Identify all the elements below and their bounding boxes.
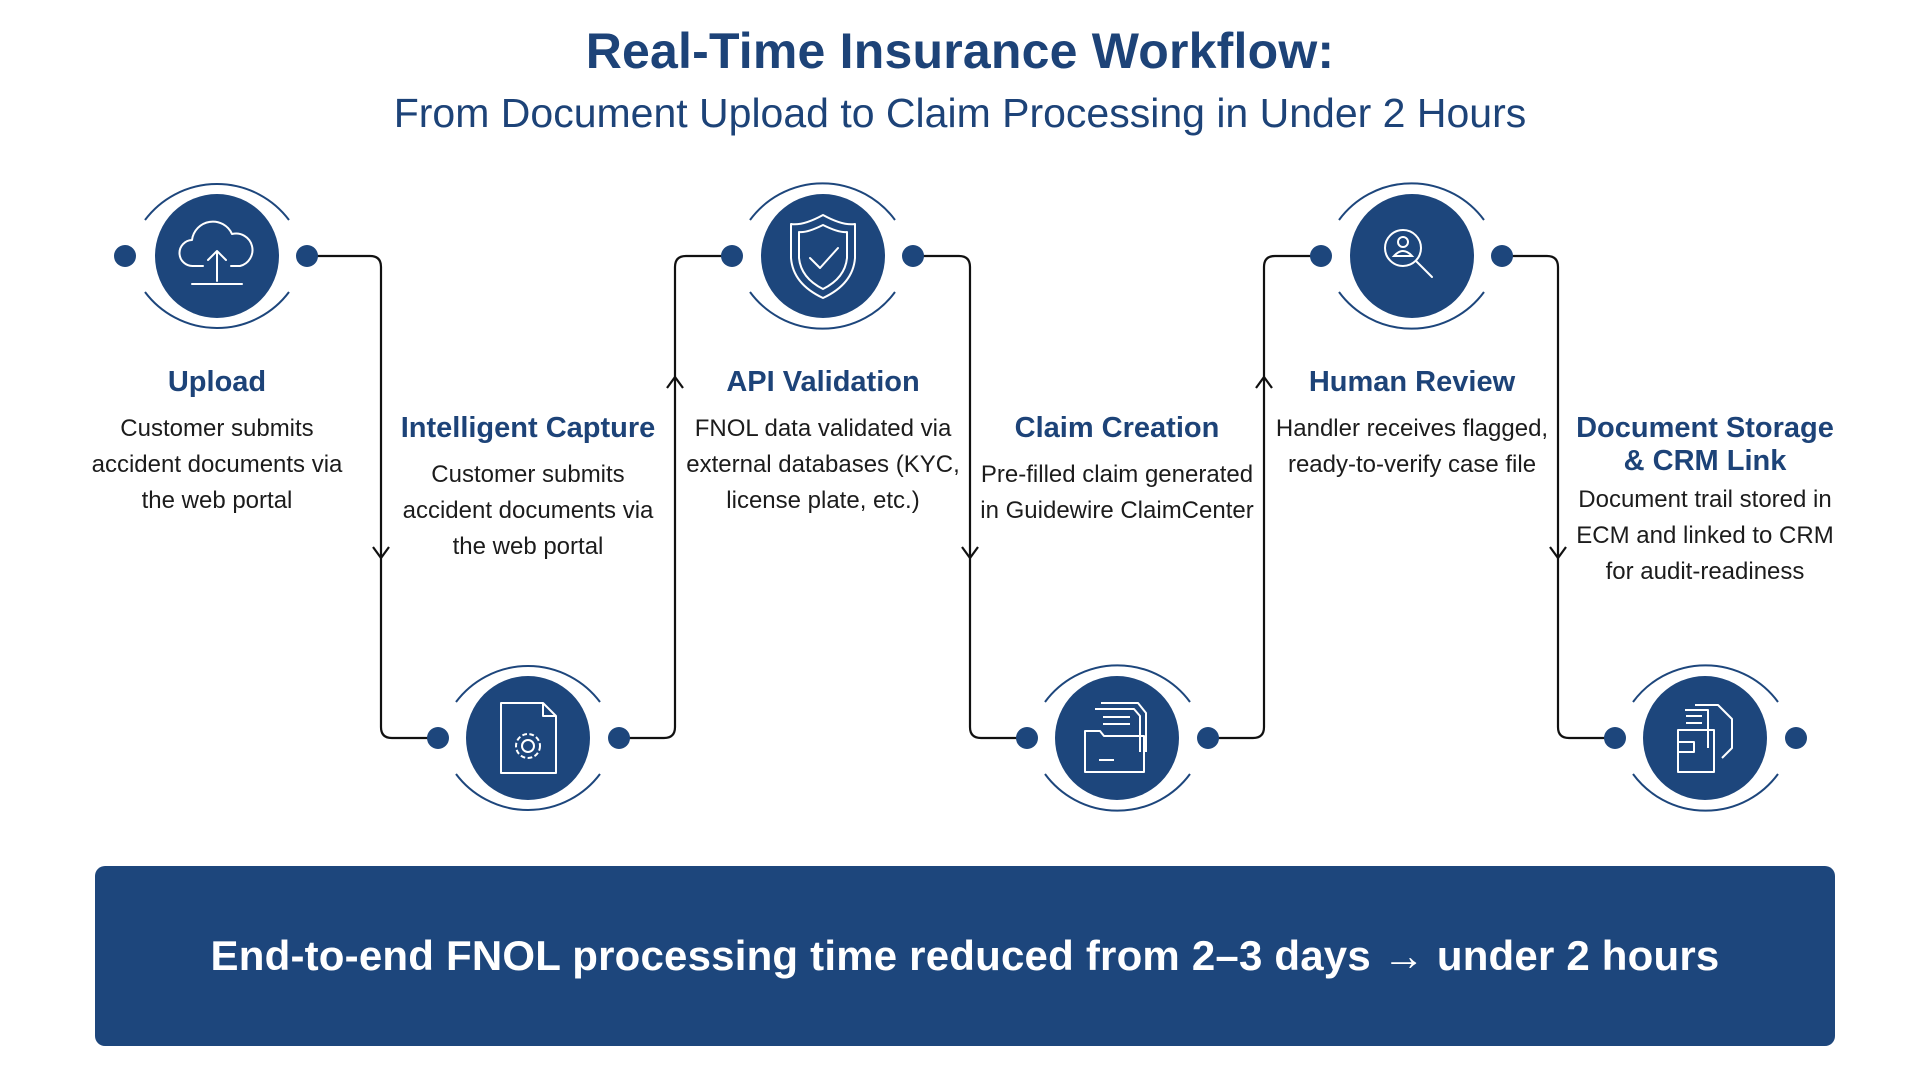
- step-1-node: [114, 183, 318, 329]
- step-4-title: Claim Creation: [1014, 412, 1220, 444]
- step-3: API Validation FNOL data validated via e…: [683, 366, 963, 519]
- step-6-title: Document Storage & CRM Link: [1576, 412, 1834, 477]
- document-storage-icon: [1677, 704, 1733, 773]
- magnifier-person-icon: [1384, 229, 1433, 278]
- step-2-title: Intelligent Capture: [400, 412, 656, 444]
- step-2-node: [427, 665, 630, 811]
- arrow-down-1: [372, 546, 390, 560]
- summary-banner: End-to-end FNOL processing time reduced …: [95, 866, 1835, 1046]
- step-1-title: Upload: [167, 366, 267, 398]
- arrow-up-2: [666, 375, 684, 389]
- step-5-title: Human Review: [1308, 366, 1516, 398]
- connector-5-6: [1502, 254, 1615, 740]
- step-1-description: Customer submits accident documents via …: [91, 415, 343, 514]
- page-title: Real-Time Insurance Workflow:: [585, 23, 1335, 79]
- step-5: Human Review Handler receives flagged, r…: [1272, 366, 1552, 483]
- step-2: Intelligent Capture Customer submits acc…: [388, 412, 668, 565]
- step-3-node: [721, 182, 924, 330]
- step-4-description: Pre-filled claim generated in Guidewire …: [980, 461, 1254, 524]
- arrow-down-3: [961, 546, 979, 560]
- step-5-node: [1310, 182, 1513, 330]
- connector-2-3: [619, 254, 732, 740]
- connector-1-2: [307, 254, 438, 740]
- document-gear-icon: [500, 702, 557, 774]
- shield-check-icon: [790, 214, 856, 299]
- step-5-description: Handler receives flagged, ready-to-verif…: [1275, 415, 1549, 478]
- connector-3-4: [913, 254, 1027, 740]
- step-2-description: Customer submits accident documents via …: [402, 461, 654, 560]
- arrow-down-5: [1549, 546, 1567, 560]
- step-3-description: FNOL data validated via external databas…: [686, 415, 960, 514]
- step-3-title: API Validation: [726, 366, 920, 398]
- step-4: Claim Creation Pre-filled claim generate…: [977, 412, 1257, 529]
- step-6: Document Storage & CRM Link Document tra…: [1565, 412, 1845, 590]
- arrow-up-4: [1255, 375, 1273, 389]
- cloud-upload-icon: [178, 220, 254, 285]
- step-1: Upload Customer submits accident documen…: [77, 366, 357, 519]
- step-4-node: [1016, 664, 1219, 812]
- page-subtitle: From Document Upload to Claim Processing…: [393, 90, 1527, 136]
- step-6-description: Document trail stored in ECM and linked …: [1576, 486, 1834, 585]
- step-6-node: [1604, 664, 1807, 812]
- connector-4-5: [1208, 254, 1321, 740]
- folder-documents-icon: [1084, 702, 1147, 773]
- summary-banner-text: End-to-end FNOL processing time reduced …: [210, 932, 1720, 979]
